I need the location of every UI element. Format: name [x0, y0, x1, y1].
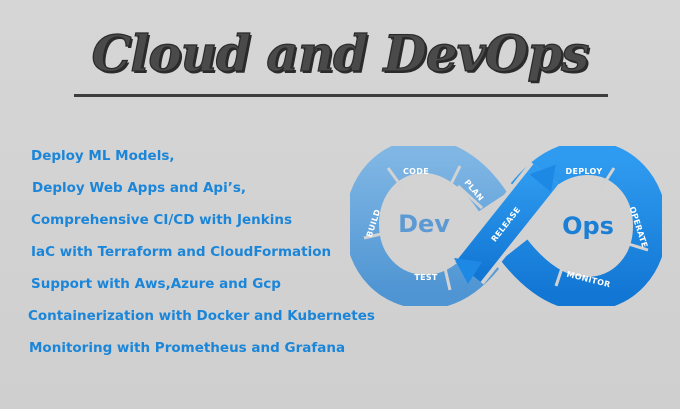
feature-item: Deploy Web Apps and Api’s,	[32, 180, 246, 196]
dev-loop	[350, 146, 508, 306]
stage-deploy: DEPLOY	[566, 167, 603, 176]
ops-label: Ops	[562, 212, 614, 240]
feature-item: IaC with Terraform and CloudFormation	[31, 244, 332, 260]
dev-label: Dev	[398, 210, 450, 238]
devops-infinity-logo: Dev Ops CODE BUILD TEST PLAN RELEASE DEP…	[350, 146, 662, 306]
feature-item: Comprehensive CI/CD with Jenkins	[31, 212, 293, 228]
arrow-icon	[529, 164, 556, 193]
stage-code: CODE	[403, 167, 429, 176]
feature-item: Support with Aws,Azure and Gcp	[31, 276, 281, 292]
arrow-icon	[454, 258, 482, 284]
title-underline	[74, 94, 608, 97]
ops-loop	[500, 146, 662, 306]
feature-item: Containerization with Docker and Kuberne…	[28, 308, 375, 324]
stage-test: TEST	[414, 273, 438, 282]
page-title: Cloud and DevOps	[91, 23, 590, 83]
feature-item: Monitoring with Prometheus and Grafana	[29, 340, 346, 356]
feature-item: Deploy ML Models,	[31, 148, 175, 164]
feature-list: Deploy ML Models, Deploy Web Apps and Ap…	[28, 140, 375, 364]
